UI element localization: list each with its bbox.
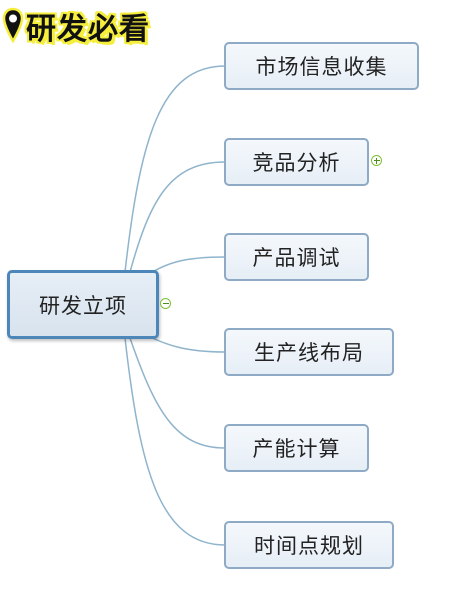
connector-1 xyxy=(124,65,226,273)
root-node[interactable]: 研发立项 xyxy=(7,270,159,339)
collapse-toggle-icon[interactable] xyxy=(160,298,171,309)
branch-node-6[interactable]: 时间点规划 xyxy=(224,521,394,569)
branch-label: 时间点规划 xyxy=(254,534,364,558)
branch-node-5[interactable]: 产能计算 xyxy=(224,424,369,472)
connector-5 xyxy=(129,337,226,449)
branch-label: 产能计算 xyxy=(252,437,341,461)
title-badge: 研发必看 xyxy=(2,4,150,48)
branch-node-2[interactable]: 竞品分析 xyxy=(224,138,369,186)
location-pin-icon xyxy=(2,7,24,45)
branch-label: 生产线布局 xyxy=(254,341,364,365)
branch-label: 市场信息收集 xyxy=(255,55,388,79)
expand-toggle-icon[interactable] xyxy=(371,155,382,166)
branch-label: 产品调试 xyxy=(252,246,341,270)
connector-2 xyxy=(129,161,226,273)
connector-6 xyxy=(124,337,226,546)
branch-node-4[interactable]: 生产线布局 xyxy=(224,328,394,376)
branch-node-1[interactable]: 市场信息收集 xyxy=(224,42,419,90)
badge-title: 研发必看 xyxy=(26,12,150,47)
branch-label: 竞品分析 xyxy=(252,151,341,175)
branch-node-3[interactable]: 产品调试 xyxy=(224,233,369,281)
root-label: 研发立项 xyxy=(39,293,127,318)
